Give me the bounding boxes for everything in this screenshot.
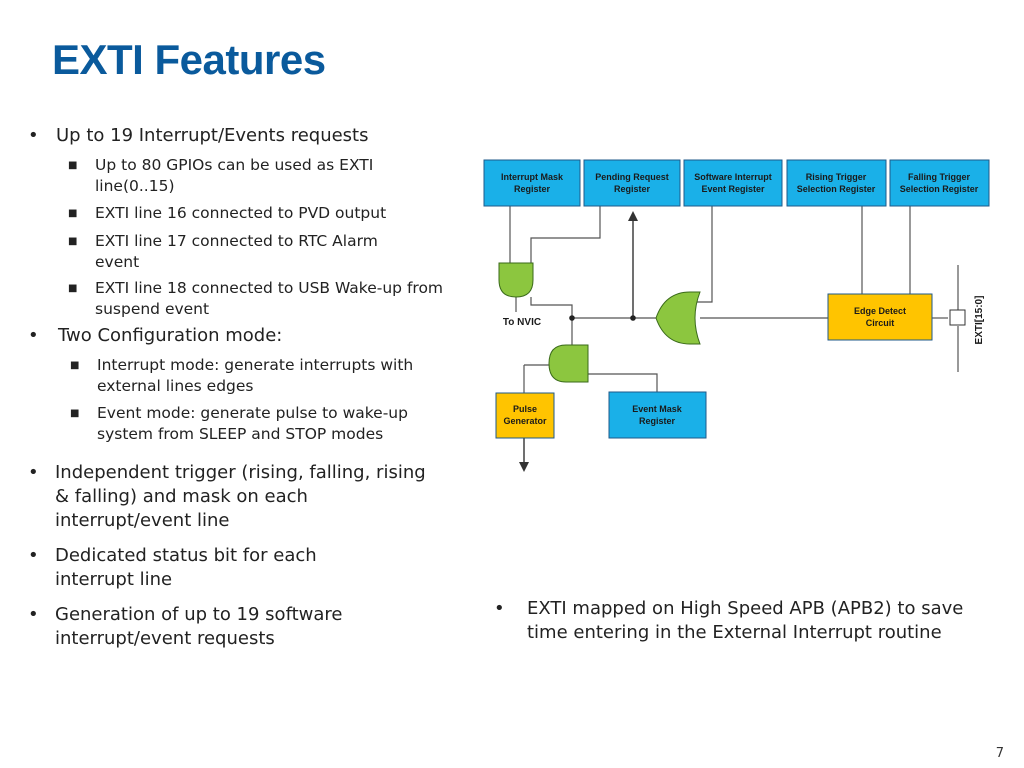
pending-request-label-2: Register — [614, 184, 651, 194]
software-interrupt-label-1: Software Interrupt — [694, 172, 772, 182]
interrupt-mask-register-box — [483, 159, 581, 207]
falling-trigger-label-1: Falling Trigger — [908, 172, 971, 182]
bullet-independent-trigger: • Independent trigger (rising, falling, … — [28, 461, 428, 533]
falling-trigger-register-box — [889, 159, 990, 207]
bullet-apb2: • EXTI mapped on High Speed APB (APB2) t… — [494, 597, 974, 645]
pulse-generator-label-1: Pulse — [513, 404, 537, 414]
sub-bullet: ■ Event mode: generate pulse to wake-up … — [70, 403, 456, 445]
sub-bullet: ■ Interrupt mode: generate interrupts wi… — [70, 355, 456, 397]
bullet-text: Dedicated status bit for each interrupt … — [55, 545, 317, 590]
sub-bullet: ■ Up to 80 GPIOs can be used as EXTI lin… — [68, 155, 428, 197]
sub-bullet-text: EXTI line 18 connected to USB Wake-up fr… — [95, 279, 444, 318]
pulse-generator-label-2: Generator — [503, 416, 547, 426]
bullet-dot: • — [28, 545, 39, 566]
bullet-config-mode: • Two Configuration mode: — [28, 324, 448, 348]
event-mask-register-box — [608, 391, 707, 439]
sub-bullet-text: Event mode: generate pulse to wake-up sy… — [97, 404, 408, 443]
edge-detect-label-1: Edge Detect — [854, 306, 906, 316]
software-interrupt-label-2: Event Register — [701, 184, 765, 194]
exti-input-square — [949, 309, 966, 326]
junction-dot — [630, 315, 636, 321]
bullet-text: Two Configuration mode: — [58, 325, 283, 346]
software-interrupt-event-register-box — [683, 159, 783, 207]
square-bullet-icon: ■ — [68, 160, 78, 171]
square-bullet-icon: ■ — [70, 360, 80, 371]
event-mask-label-2: Register — [639, 416, 676, 426]
rising-trigger-label-2: Selection Register — [797, 184, 876, 194]
to-nvic-label: To NVIC — [503, 317, 541, 328]
sub-bullet: ■ EXTI line 18 connected to USB Wake-up … — [68, 278, 448, 320]
square-bullet-icon: ■ — [68, 283, 78, 294]
bullet-software-requests: • Generation of up to 19 software interr… — [28, 603, 408, 651]
sub-bullet-text: Up to 80 GPIOs can be used as EXTI line(… — [95, 156, 374, 195]
square-bullet-icon: ■ — [68, 236, 78, 247]
rising-trigger-register-box — [786, 159, 887, 207]
sub-bullet: ■ EXTI line 17 connected to RTC Alarm ev… — [68, 231, 418, 273]
interrupt-mask-label-2: Register — [514, 184, 551, 194]
or-gate — [655, 291, 701, 345]
and-gate-nvic — [498, 262, 534, 298]
page-title: EXTI Features — [52, 36, 326, 83]
bullet-text: EXTI mapped on High Speed APB (APB2) to … — [527, 598, 964, 643]
bullet-text: Up to 19 Interrupt/Events requests — [56, 125, 369, 146]
pending-request-label-1: Pending Request — [595, 172, 669, 182]
bullet-dot: • — [494, 598, 505, 619]
bullet-text: Generation of up to 19 software interrup… — [55, 604, 343, 649]
bullet-text: Independent trigger (rising, falling, ri… — [55, 462, 426, 531]
sub-bullet-text: Interrupt mode: generate interrupts with… — [97, 356, 414, 395]
edge-detect-label-2: Circuit — [866, 318, 895, 328]
interrupt-mask-label-1: Interrupt Mask — [501, 172, 564, 182]
edge-detect-circuit-box — [827, 293, 933, 341]
sub-bullet: ■ EXTI line 16 connected to PVD output — [68, 203, 448, 224]
and-gate-event — [548, 344, 589, 383]
bullet-dot: • — [28, 462, 39, 483]
event-mask-label-1: Event Mask — [632, 404, 683, 414]
sub-bullet-text: EXTI line 17 connected to RTC Alarm even… — [95, 232, 378, 271]
square-bullet-icon: ■ — [70, 408, 80, 419]
rising-trigger-label-1: Rising Trigger — [806, 172, 867, 182]
sub-bullet-text: EXTI line 16 connected to PVD output — [95, 204, 387, 222]
pending-request-register-box — [583, 159, 681, 207]
bullet-dot: • — [28, 125, 39, 146]
bullet-dot: • — [28, 325, 39, 346]
page-number: 7 — [995, 746, 1004, 761]
falling-trigger-label-2: Selection Register — [900, 184, 979, 194]
pulse-generator-box — [495, 392, 555, 439]
junction-dot — [569, 315, 575, 321]
exti-input-label: EXTI[15:0] — [974, 296, 985, 345]
bullet-status-bit: • Dedicated status bit for each interrup… — [28, 544, 388, 592]
bullet-interrupt-events: • Up to 19 Interrupt/Events requests — [28, 124, 448, 148]
bullet-dot: • — [28, 604, 39, 625]
square-bullet-icon: ■ — [68, 208, 78, 219]
